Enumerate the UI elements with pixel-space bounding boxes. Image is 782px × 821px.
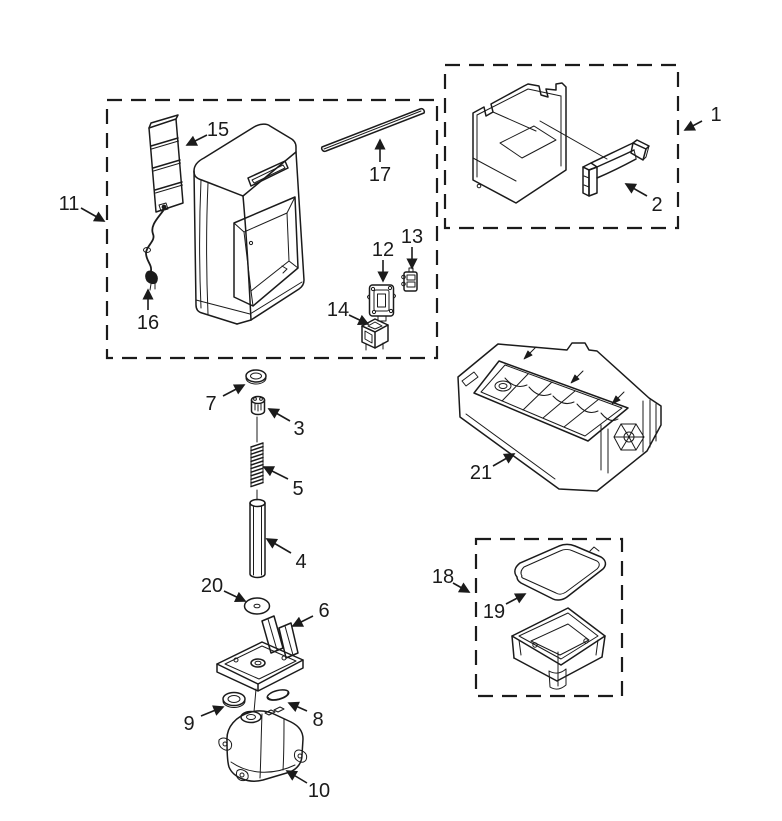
callout-arrow-8 [287, 701, 308, 712]
trim-panel-drawing [148, 114, 184, 213]
callout-arrow-2 [624, 183, 648, 197]
seal-ring-drawing [222, 691, 246, 708]
group-boxes-layer [105, 63, 680, 698]
callout-label-11: 11 [59, 193, 80, 215]
auger-motor-drawing [218, 706, 308, 782]
wire-harness-drawing [143, 202, 169, 291]
callout-arrow-4 [265, 538, 292, 554]
callout-label-3: 3 [293, 418, 304, 440]
ice-bucket-drawing [472, 82, 608, 204]
callout-arrow-6 [291, 615, 314, 627]
coupler-drawing [250, 395, 266, 416]
callout-arrow-3 [267, 408, 291, 422]
drip-pan-drawing [511, 607, 606, 690]
bucket-handle-drawing [582, 139, 650, 197]
callout-label-12: 12 [372, 239, 394, 261]
spring-drawing [250, 442, 264, 488]
motor-axis-line [253, 688, 257, 713]
callout-label-4: 4 [295, 551, 306, 573]
callout-label-15: 15 [207, 119, 229, 141]
callout-label-18: 18 [432, 566, 454, 588]
callout-label-16: 16 [137, 312, 159, 334]
callout-arrow-10 [285, 770, 308, 784]
callout-label-13: 13 [401, 226, 423, 248]
switch-block-drawing [361, 318, 389, 351]
callout-arrow-9 [200, 705, 225, 717]
part-drawings-layer [143, 82, 662, 782]
mounting-bracket-drawing [216, 615, 304, 692]
callout-label-5: 5 [292, 478, 303, 500]
callout-label-1: 1 [710, 104, 721, 126]
callout-label-21: 21 [470, 462, 492, 484]
callout-arrow-11 [80, 207, 106, 222]
auger-tube-drawing [249, 498, 266, 579]
callout-label-19: 19 [483, 601, 505, 623]
group-box-1 [443, 63, 680, 230]
callout-label-9: 9 [183, 713, 194, 735]
callout-label-8: 8 [312, 709, 323, 731]
washer-ring-drawing [245, 369, 267, 385]
callout-arrow-14 [348, 314, 370, 325]
switch-plate-drawing [367, 284, 396, 322]
ice-maker-drawing [457, 342, 662, 492]
callout-label-20: 20 [201, 575, 223, 597]
callout-arrow-21 [492, 453, 516, 467]
callout-arrow-20 [223, 590, 247, 602]
gasket-drawing [514, 543, 607, 601]
callout-label-6: 6 [318, 600, 329, 622]
callout-label-17: 17 [369, 164, 391, 186]
disc-washer-drawing [243, 597, 271, 615]
group-box-18 [474, 537, 624, 698]
group-box-11 [105, 98, 439, 360]
callout-label-10: 10 [308, 780, 330, 802]
callout-arrow-18 [452, 582, 471, 593]
callout-label-2: 2 [651, 194, 662, 216]
callout-label-7: 7 [205, 393, 216, 415]
fill-tube-rod-drawing [320, 107, 426, 153]
callout-arrow-19 [505, 593, 527, 605]
callout-label-14: 14 [327, 299, 349, 321]
dispenser-housing-drawing [193, 123, 305, 325]
wedge-chip-drawing [266, 689, 290, 701]
connector-drawing [401, 267, 418, 292]
callout-arrow-7 [222, 384, 246, 397]
callout-arrow-5 [262, 466, 289, 480]
callout-arrow-15 [185, 134, 208, 146]
callout-arrow-1 [683, 120, 703, 131]
